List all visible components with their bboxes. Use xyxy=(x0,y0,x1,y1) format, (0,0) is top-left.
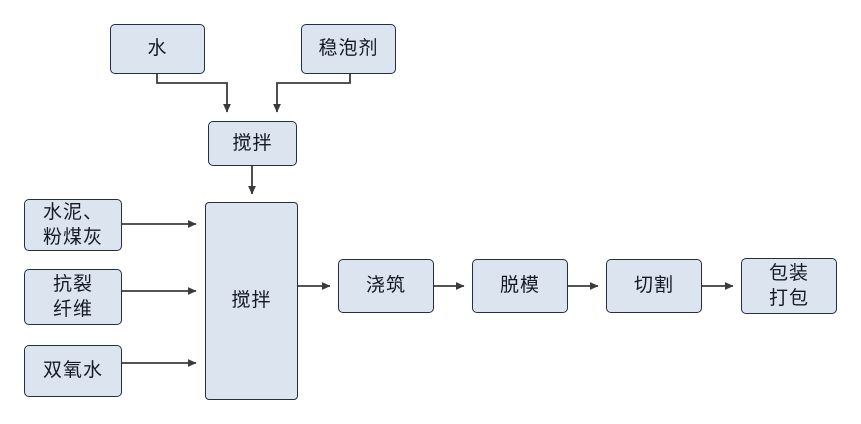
node-fiber[interactable]: 抗裂 纤维 xyxy=(24,269,122,325)
edge-stabilizer-to-mixtop xyxy=(273,74,351,113)
node-packaging[interactable]: 包装 打包 xyxy=(741,258,837,314)
node-cement[interactable]: 水泥、 粉煤灰 xyxy=(24,199,122,251)
node-peroxide[interactable]: 双氧水 xyxy=(24,345,122,397)
node-casting[interactable]: 浇筑 xyxy=(338,259,434,313)
edge-water-to-mixtop xyxy=(156,74,231,113)
node-water[interactable]: 水 xyxy=(110,24,205,74)
node-mix-main[interactable]: 搅拌 xyxy=(205,202,298,400)
node-demold[interactable]: 脱模 xyxy=(472,259,568,313)
node-stabilizer[interactable]: 稳泡剂 xyxy=(301,24,396,74)
node-cutting[interactable]: 切割 xyxy=(606,259,702,313)
node-mix-top[interactable]: 搅拌 xyxy=(208,121,297,166)
